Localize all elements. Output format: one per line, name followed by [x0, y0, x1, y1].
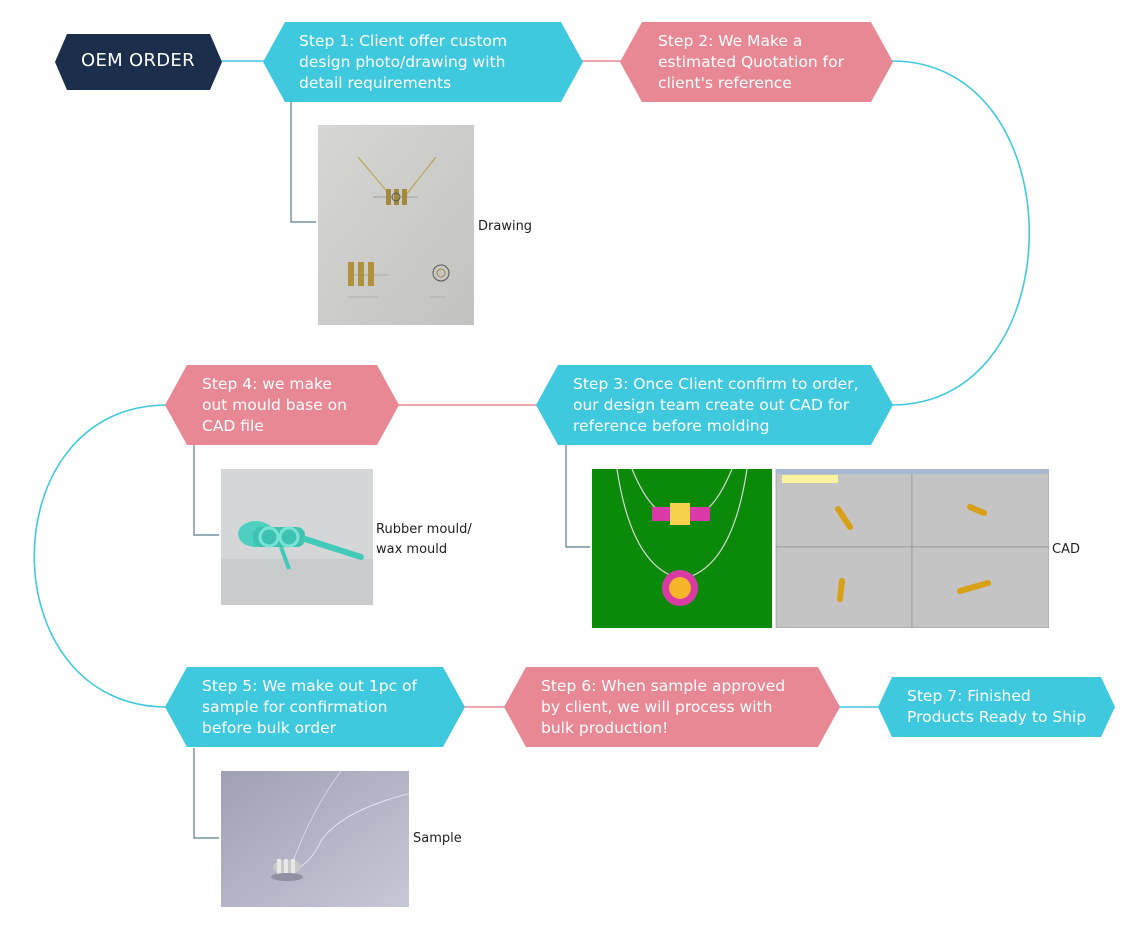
step-4-text: Step 4: we make out mould base on CAD fi…: [202, 375, 347, 435]
step-5: Step 5: We make out 1pc of sample for co…: [165, 667, 465, 747]
caption-mould: Rubber mould/ wax mould: [376, 522, 472, 557]
sample-image: [221, 771, 409, 907]
step-3: Step 3: Once Client confirm to order, ou…: [536, 365, 893, 445]
mould-image: [221, 469, 373, 605]
step-6: Step 6: When sample approved by client, …: [504, 667, 840, 747]
connector-step4-step5: [33, 404, 168, 708]
title-badge: OEM ORDER: [55, 34, 222, 90]
step-3-text: Step 3: Once Client confirm to order, ou…: [573, 375, 859, 435]
step-1: Step 1: Client offer custom design photo…: [263, 22, 583, 102]
connector-step2-step3: [891, 60, 1030, 406]
bracket-sample: [193, 748, 219, 839]
step-6-text: Step 6: When sample approved by client, …: [541, 677, 786, 737]
step-5-text: Step 5: We make out 1pc of sample for co…: [202, 677, 417, 737]
step-7: Step 7: Finished Products Ready to Ship: [878, 677, 1115, 737]
caption-cad: CAD: [1052, 542, 1080, 557]
drawing-image: [318, 125, 474, 325]
title-text: OEM ORDER: [81, 50, 195, 71]
bracket-cad: [565, 445, 590, 548]
step-2-text: Step 2: We Make a estimated Quotation fo…: [658, 32, 844, 92]
step-4: Step 4: we make out mould base on CAD fi…: [165, 365, 399, 445]
step-1-text: Step 1: Client offer custom design photo…: [299, 32, 508, 92]
step-2: Step 2: We Make a estimated Quotation fo…: [620, 22, 893, 102]
step-7-text: Step 7: Finished Products Ready to Ship: [907, 687, 1087, 726]
cad-image: [592, 469, 1049, 628]
caption-drawing: Drawing: [478, 219, 533, 234]
caption-sample: Sample: [413, 831, 462, 846]
bracket-drawing: [290, 102, 316, 223]
bracket-mould: [193, 445, 219, 536]
